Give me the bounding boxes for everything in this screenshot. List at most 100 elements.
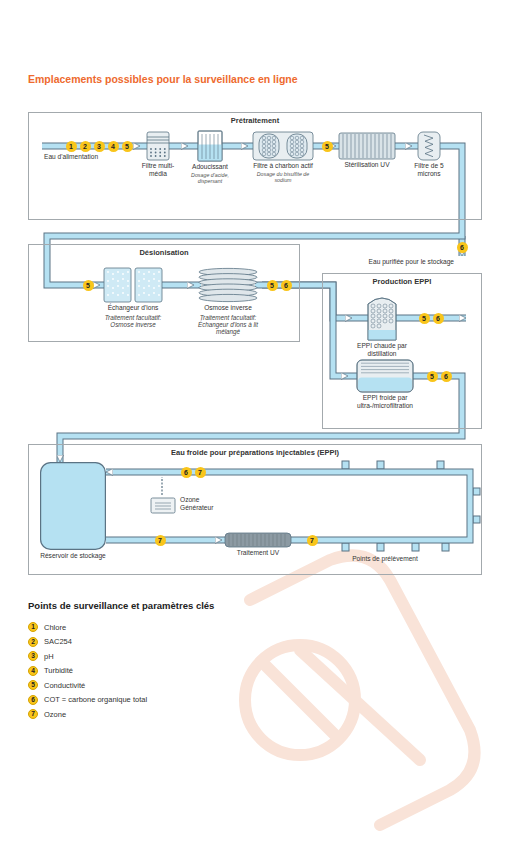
callout-number: 6 [281, 280, 292, 291]
node-label: Osmose inverse [194, 304, 262, 312]
pipe-connector [232, 146, 248, 147]
pipe-outline [176, 143, 188, 150]
node-label: Traitement UV [222, 549, 294, 557]
callout-number: 7 [155, 535, 166, 546]
watermark [245, 556, 475, 826]
pipe-connector [398, 146, 412, 147]
legend-number: 2 [28, 637, 38, 647]
section-panel: DésionisationÉchangeur d'ionsTraitement … [28, 244, 300, 342]
node-label: EPPI froide par ultra-/microfiltration [348, 394, 422, 409]
legend-text: Turbidité [44, 666, 73, 675]
callout-number: 5 [427, 371, 438, 382]
node-label: Filtre de 5 microns [412, 162, 446, 177]
callout-number: 5 [83, 280, 94, 291]
pipe-connector [176, 146, 188, 147]
pipe-fill [166, 283, 194, 288]
legend-entry: Conductivité [28, 679, 85, 691]
ozone-generator: Ozone Générateur [150, 496, 234, 514]
callout-number: 2 [80, 141, 91, 152]
flow-label: Points de prélèvement [335, 555, 435, 563]
cartridge-filter-icon [412, 132, 446, 160]
node-label: Adoucissant [188, 163, 232, 171]
callout-number: 6 [181, 467, 192, 478]
softener: AdoucissantDosage d'acide, dispersant [188, 131, 232, 184]
callout-number: 5 [122, 141, 133, 152]
flow-label: Eau d'alimentation [44, 153, 134, 161]
softener-icon [188, 131, 232, 161]
pipe-fill [232, 144, 248, 149]
flow-label: Eau purifiée pour le stockage [318, 258, 454, 266]
node-note: Dosage d'acide, dispersant [188, 172, 232, 184]
pipe-outline [166, 282, 194, 289]
callout-number: 7 [195, 467, 206, 478]
legend-text: Conductivité [44, 681, 85, 690]
ultrafiltration-unit: EPPI froide par ultra-/microfiltration [348, 360, 422, 409]
legend-number: 3 [28, 651, 38, 661]
cartridge-filter: Filtre de 5 microns [412, 132, 446, 177]
pipe-fill [47, 146, 462, 285]
node-label: Filtre multi-média [140, 162, 176, 177]
distillation-column: EPPI chaude par distillation [352, 296, 412, 357]
pipe-connector [262, 285, 348, 376]
distillation-column-icon [352, 296, 412, 340]
node-label: Ozone Générateur [180, 496, 230, 511]
carbon-filter: Filtre à charbon actifDosage du bisulfit… [248, 132, 318, 183]
ozone-generator-icon [150, 496, 176, 514]
legend-heading: Points de surveillance et paramètres clé… [28, 601, 448, 612]
pipe-fill [262, 285, 348, 376]
legend-text: Ozone [44, 710, 66, 719]
pipe-outline [232, 143, 248, 150]
legend-number: 7 [28, 709, 38, 719]
legend-text: pH [44, 652, 54, 661]
section-panel: Production EPPI EPPI chaude par distillat… [322, 273, 482, 429]
legend-number: 4 [28, 666, 38, 676]
callout-number: 5 [419, 313, 430, 324]
pipe-outline [106, 472, 470, 540]
pipe-outline [47, 146, 462, 285]
ultrafiltration-unit-icon [348, 360, 422, 392]
callout-number: 5 [322, 141, 333, 152]
pipe-outline [398, 143, 412, 150]
uv-sterilizer-icon [336, 133, 398, 159]
pipe-connector [47, 146, 462, 285]
node-label: EPPI chaude par distillation [352, 342, 412, 357]
node-note: Traitement facultatif: Échangeur d'ions … [194, 314, 262, 336]
node-label: Filtre à charbon actif [248, 162, 318, 170]
multimedia-filter: Filtre multi-média [140, 132, 176, 177]
section-panel: PrétraitementFiltre multi-média Adoucissa… [28, 112, 482, 220]
callout-number: 5 [267, 280, 278, 291]
panel-heading: Désionisation [28, 244, 300, 257]
panel-heading: Eau froide pour préparations injectables… [28, 444, 482, 457]
ion-exchanger-icon [100, 268, 166, 302]
reverse-osmosis: Osmose inverseTraitement facultatif: Éch… [194, 268, 262, 335]
node-label: Stérilisation UV [336, 161, 398, 169]
callout-number: 6 [433, 313, 444, 324]
callout-number: 6 [441, 371, 452, 382]
node-note: Traitement facultatif: Osmose inverse [100, 314, 166, 328]
pipe-fill [398, 144, 412, 149]
carbon-filter-icon [248, 132, 318, 160]
multimedia-filter-icon [140, 132, 176, 160]
legend-number: 1 [28, 622, 38, 632]
callout-number: 6 [457, 242, 468, 253]
pipe-connector [166, 285, 194, 286]
pipe-outline [262, 285, 348, 376]
callout-number: 3 [94, 141, 105, 152]
reverse-osmosis-icon [194, 268, 262, 302]
storage-tank: Réservoir de stockage [40, 462, 106, 560]
legend-text: SAC254 [44, 637, 72, 646]
pipe-fill [176, 144, 188, 149]
node-note: Dosage du bisulfite de sodium [248, 171, 318, 183]
node-label: Réservoir de stockage [40, 552, 106, 560]
uv-sterilizer: Stérilisation UV [336, 133, 398, 169]
ion-exchanger: Échangeur d'ionsTraitement facultatif: O… [100, 268, 166, 328]
legend-number: 6 [28, 695, 38, 705]
node-label: Échangeur d'ions [100, 304, 166, 312]
uv-treatment-icon [222, 533, 294, 547]
panel-heading: Prétraitement [28, 112, 482, 125]
legend-text: COT = carbone organique total [44, 695, 147, 704]
callout-number: 1 [66, 141, 77, 152]
panel-heading: Production EPPI [322, 273, 482, 286]
